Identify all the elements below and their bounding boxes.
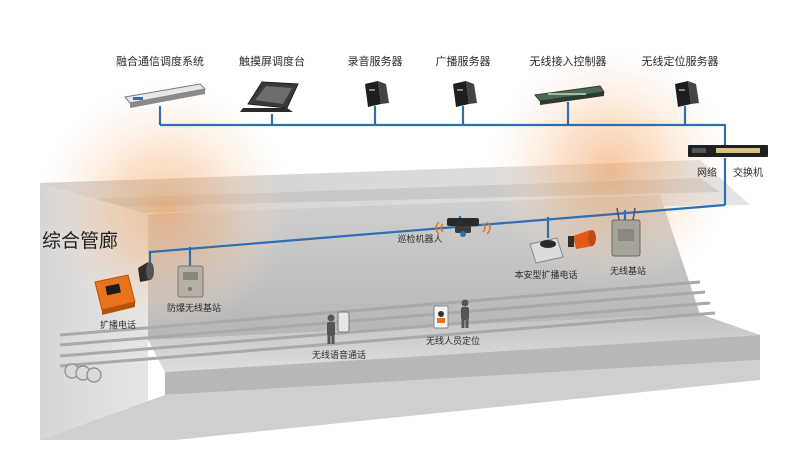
wireless-controller [534,85,605,105]
label-switch: 交换机 [733,168,763,179]
coverage-glows [40,50,730,335]
label-personnel-positioning: 无线人员定位 [425,337,481,347]
label-touch-console: 触摸屏调度台 [239,55,305,68]
broadcast-server [453,81,477,107]
wireless-base-station-right [611,207,641,257]
label-positioning-server: 无线定位服务器 [641,55,719,68]
broadcast-phone [94,274,136,315]
cable-tray-4 [59,311,716,368]
coverage-glow-right [490,50,730,290]
label-broadcast-phone: 扩播电话 [99,321,137,331]
patrol-robot [435,218,491,237]
recording-server [365,81,389,107]
label-wireless-controller: 无线接入控制器 [529,55,607,68]
pipe-ends [64,363,102,383]
worker-voice-call [327,311,350,344]
horn-speaker-right [568,230,596,249]
worker-positioning [433,299,469,329]
cable-tray-3 [59,301,711,358]
label-patrol-robot: 巡检机器人 [397,235,443,245]
tunnel-floor-front [165,335,760,395]
coverage-glow-left [40,85,290,335]
label-intrinsic-phone: 本安型扩播电话 [514,271,578,281]
intrinsic-safety-phone [529,237,564,264]
pipe-end-3 [86,367,102,383]
tunnel-front-lip [40,360,760,440]
label-wireless-base-right: 无线基站 [609,267,647,277]
tunnel-floor [148,314,760,372]
label-explosion-proof-base: 防爆无线基站 [166,304,222,314]
cable-tray-2 [59,290,706,347]
network-switch [688,145,768,157]
label-recording-server: 录音服务器 [347,55,403,68]
link-to-switch [685,123,727,145]
touch-console [240,81,299,112]
label-network: 网络 [697,168,717,179]
label-wireless-voice: 无线语音通话 [311,351,367,361]
positioning-server [675,81,699,107]
label-broadcast-server: 广播服务器 [435,55,491,68]
label-dispatch-system: 融合通信调度系统 [116,55,204,68]
explosion-proof-base-station [177,265,204,298]
label-utility-tunnel: 综合管廊 [42,230,119,252]
dispatch-system-server [124,83,207,108]
horn-speaker-left [138,262,154,282]
